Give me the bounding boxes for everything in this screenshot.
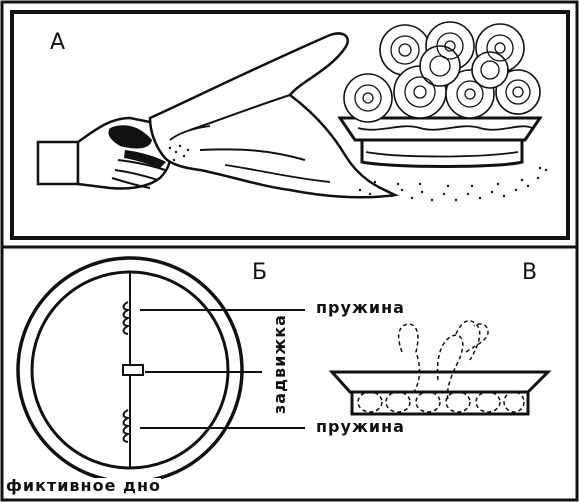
bowl-v-rim [328, 370, 552, 394]
stipple-shadow [168, 144, 548, 202]
bowl-base-line [365, 151, 519, 158]
panel-v-label: В [522, 260, 538, 285]
flower-petals [354, 32, 531, 112]
dashed-objects [357, 320, 525, 413]
finger-2 [114, 169, 159, 181]
label-false-bottom: фиктивное дно [6, 476, 161, 495]
spring-bottom [122, 409, 132, 443]
cloth-fold-3 [224, 164, 331, 183]
cloth-fold-4 [169, 125, 211, 141]
cloth-fold-1 [189, 94, 291, 131]
label-spring-top: пружина [316, 298, 405, 317]
label-spring-bottom: пружина [316, 417, 405, 436]
label-latch: задвижка [270, 314, 289, 414]
flowers [343, 21, 541, 123]
panel-b-illustration [16, 256, 305, 484]
finger-3 [111, 177, 151, 189]
bowl-base [360, 138, 524, 168]
panel-a-label: А [50, 30, 66, 55]
panel-b-label: Б [252, 260, 268, 285]
panel-v-illustration [328, 320, 552, 416]
sleeve-cuff [36, 140, 80, 186]
cloth-fold-2 [199, 148, 306, 161]
bowl-wave [357, 125, 533, 131]
panel-a-frame [10, 10, 570, 240]
finger-shadow [124, 150, 166, 168]
panel-a-illustration [36, 21, 548, 202]
hand-shadow [108, 125, 152, 149]
finger-1 [117, 159, 166, 171]
cloth [148, 32, 400, 199]
latch [122, 364, 144, 376]
spring-top [122, 301, 132, 335]
